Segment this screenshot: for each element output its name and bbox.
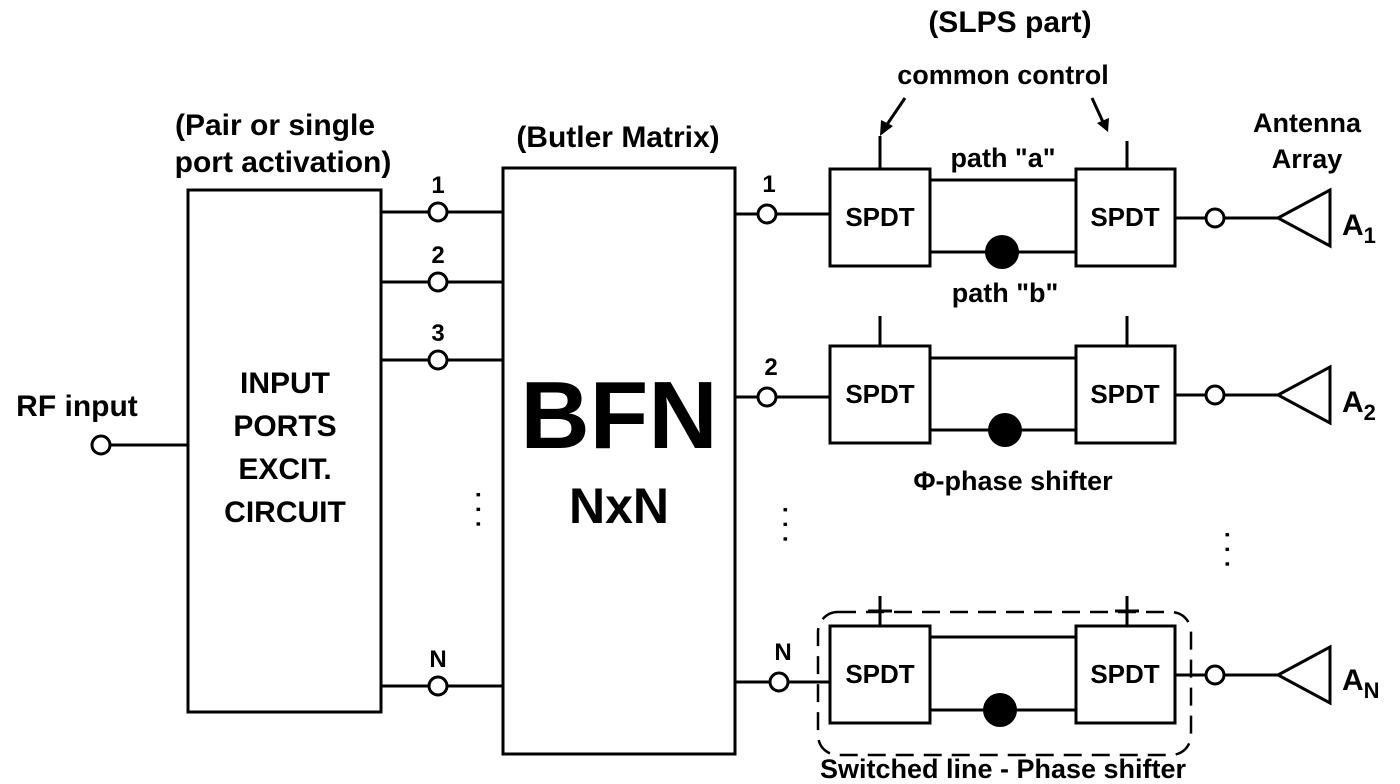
phase-shifter-label: Φ-phase shifter [913, 466, 1113, 496]
output-port-number-2: 2 [764, 354, 777, 381]
bfn-title: BFN [520, 362, 717, 469]
spdt-switch-1a [828, 167, 932, 268]
phase-shifter-text: phase shifter [945, 466, 1114, 496]
phase-element-n [983, 693, 1017, 727]
antenna-letter-n: A [1342, 664, 1364, 697]
antenna-port-2 [1204, 384, 1226, 406]
phi-symbol: Φ- [913, 466, 944, 496]
antenna-label-n: AN [1342, 664, 1380, 703]
input-port-2 [427, 271, 449, 293]
bfn-butler-matrix-box [501, 166, 737, 756]
activation-label-line2: port activation) [175, 146, 392, 179]
common-control-arrows [880, 97, 1109, 136]
spdt-label-nb: SPDT [1090, 659, 1159, 689]
antenna-label-2: A2 [1342, 386, 1376, 425]
spdt-switch-2b [1074, 344, 1177, 445]
input-port-n [427, 675, 449, 697]
excit-box-line4: CIRCUIT [224, 496, 346, 529]
excit-box-line2: PORTS [233, 410, 336, 443]
spdt-label-na: SPDT [845, 659, 914, 689]
output-port-number-n: N [774, 639, 791, 666]
antenna-sub-1: 1 [1364, 223, 1376, 248]
butler-matrix-label: (Butler Matrix) [516, 121, 719, 154]
antenna-letter-2: A [1342, 386, 1364, 419]
phase-element-2 [988, 413, 1022, 447]
phase-element-1 [985, 235, 1019, 269]
common-control-label: common control [897, 60, 1109, 90]
antenna-ellipsis: · · · [1213, 531, 1240, 568]
path-a-label: path "a" [950, 143, 1055, 173]
input-port-number-2: 2 [431, 242, 444, 269]
output-port-number-1: 1 [762, 171, 775, 198]
input-ports-excitation-circuit [186, 188, 383, 714]
antenna-label-1: A1 [1342, 209, 1376, 248]
spdt-label-2b: SPDT [1090, 379, 1159, 409]
rf-input-label: RF input [16, 390, 138, 423]
activation-label-line1: (Pair or single [175, 109, 375, 142]
antenna-array-label-line1: Antenna [1253, 108, 1362, 138]
output-port-1 [756, 203, 778, 225]
spdt-switch-nb [1074, 624, 1177, 725]
output-ellipsis: · · · [771, 506, 798, 543]
input-ellipsis: · · · [464, 491, 491, 528]
input-port-number-3: 3 [431, 320, 444, 347]
input-port-number-1: 1 [431, 172, 444, 199]
spdt-label-2a: SPDT [845, 379, 914, 409]
input-port-wires [381, 210, 503, 688]
input-port-number-n: N [429, 646, 446, 673]
bfn-size: NxN [569, 478, 669, 534]
spdt-label-1b: SPDT [1090, 202, 1159, 232]
antenna-letter-1: A [1342, 209, 1364, 242]
output-port-n [768, 671, 790, 693]
switched-line-label: Switched line - Phase shifter [820, 754, 1187, 784]
spdt-switch-2a [828, 344, 932, 445]
antenna-port-1 [1204, 207, 1226, 229]
output-port-2 [756, 386, 778, 408]
output-port-wires [735, 212, 830, 684]
spdt-switch-na [828, 624, 932, 725]
input-port-1 [427, 201, 449, 223]
antenna-element-n [1274, 644, 1332, 706]
antenna-element-1 [1274, 187, 1332, 249]
excit-box-line1: INPUT [240, 367, 330, 400]
path-b-label: path "b" [952, 278, 1059, 308]
antenna-port-n [1204, 664, 1226, 686]
input-port-3 [427, 349, 449, 371]
spdt-label-1a: SPDT [845, 202, 914, 232]
spdt-switch-1b [1074, 167, 1177, 268]
slps-part-title: (SLPS part) [928, 6, 1091, 39]
rf-input-port [90, 434, 112, 456]
antenna-element-2 [1274, 364, 1332, 426]
antenna-array-label-line2: Array [1272, 144, 1343, 174]
excit-box-line3: EXCIT. [238, 453, 331, 486]
phase-shifter-row-n [868, 596, 1278, 712]
antenna-sub-n: N [1364, 678, 1380, 703]
antenna-sub-2: 2 [1364, 400, 1376, 425]
